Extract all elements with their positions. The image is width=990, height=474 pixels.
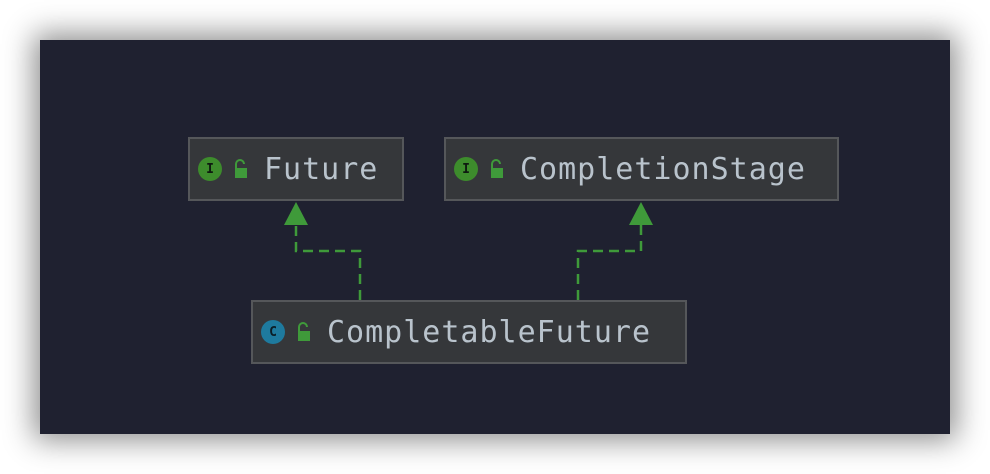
node-label: Future [264, 151, 379, 187]
node-completablefuture[interactable]: C CompletableFuture [251, 300, 687, 364]
unlocked-padlock-icon [298, 322, 310, 341]
edge-completablefuture-to-future [284, 202, 362, 300]
edge-completablefuture-to-completionstage [576, 202, 653, 300]
unlocked-padlock-icon [235, 159, 247, 178]
class-badge-icon: C [261, 320, 285, 344]
edge-arrowhead [629, 202, 653, 225]
node-label: CompletableFuture [327, 314, 652, 350]
interface-badge-icon: I [454, 157, 478, 181]
node-label: CompletionStage [520, 151, 806, 187]
diagram-canvas: I Future I CompletionStage C Completable… [40, 40, 950, 434]
unlocked-padlock-icon [491, 159, 503, 178]
node-completionstage[interactable]: I CompletionStage [444, 137, 839, 201]
node-future[interactable]: I Future [188, 137, 404, 201]
inheritance-edges [284, 202, 653, 300]
interface-badge-icon: I [198, 157, 222, 181]
edge-arrowhead [284, 202, 308, 225]
